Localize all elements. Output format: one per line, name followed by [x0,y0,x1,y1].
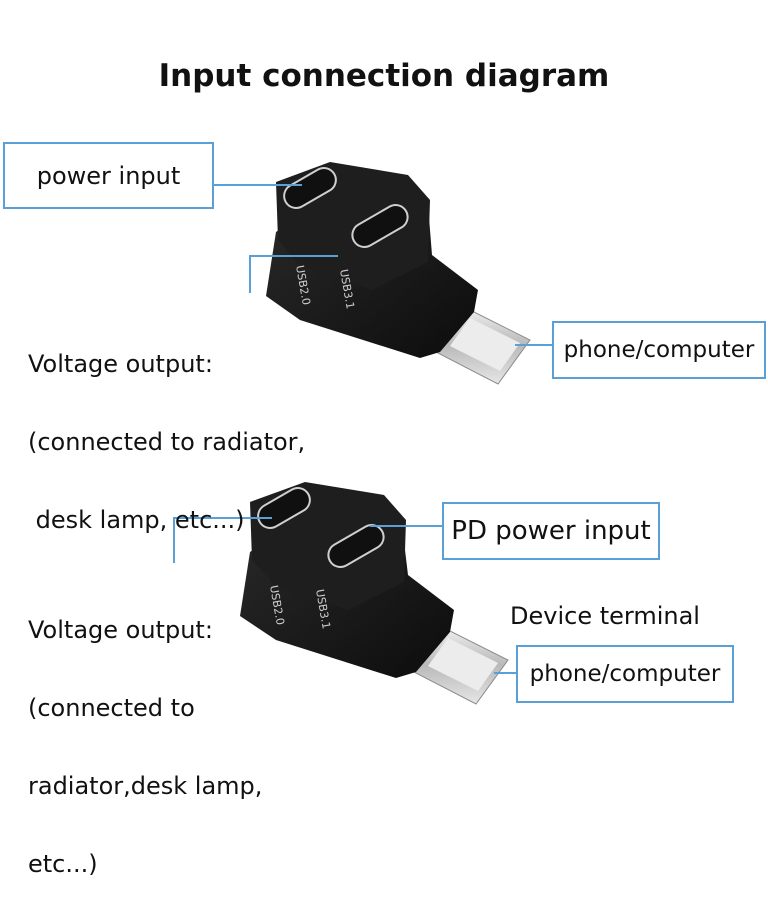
voltage-output-top-line3: desk lamp, etc...) [28,506,245,534]
voltage-output-bottom-line3: radiator,desk lamp, [28,772,263,800]
bottom-port-right [327,524,385,568]
voltage-output-text-bottom: Voltage output: (connected to radiator,d… [28,565,262,903]
phone-computer-box-bottom: phone/computer [516,645,734,703]
power-input-label: power input [36,161,181,190]
pd-power-input-box: PD power input [442,502,660,560]
voltage-output-bottom-line4: etc...) [28,850,98,878]
voltage-output-line-top [249,255,338,293]
top-port-left [283,167,337,209]
voltage-output-bottom-line1: Voltage output: [28,616,213,644]
phone-computer-box-top: phone/computer [552,321,766,379]
bottom-adapter: USB2.0 USB3.1 [240,482,509,705]
power-input-box: power input [3,142,214,209]
adapter-illustrations: USB2.0 USB3.1 USB2.0 USB3.1 [173,162,553,705]
diagram-title: Input connection diagram [158,58,610,94]
bottom-callout-lines [173,517,517,674]
pd-power-input-label: PD power input [451,516,651,546]
voltage-output-top-line1: Voltage output: [28,350,213,378]
voltage-output-bottom-line2: (connected to [28,694,195,722]
top-callout-lines [213,184,553,346]
voltage-output-text-top: Voltage output: (connected to radiator, … [28,299,305,559]
top-adapter: USB2.0 USB3.1 [266,162,531,385]
phone-computer-label-top: phone/computer [563,337,755,363]
top-port-right [351,204,409,248]
voltage-output-top-line2: (connected to radiator, [28,428,306,456]
voltage-output-line-bottom [173,517,272,563]
phone-computer-label-bottom: phone/computer [529,661,721,687]
device-terminal-label: Device terminal [510,602,700,630]
